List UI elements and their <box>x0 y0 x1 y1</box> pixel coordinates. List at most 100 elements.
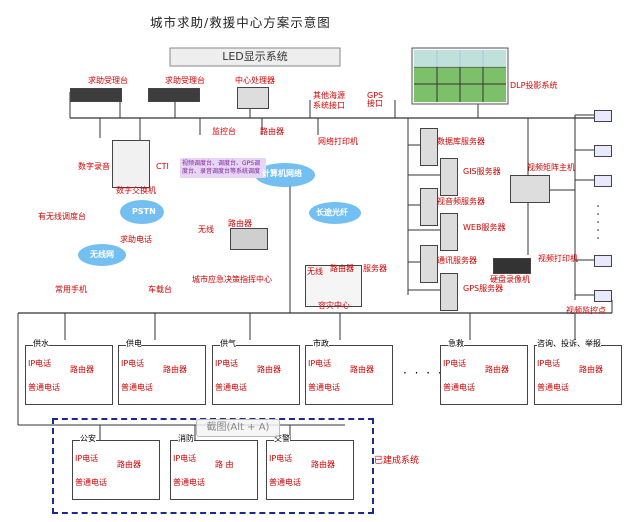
software-note: 视频调度台、调度台、GPS调度台、录音调度台等系统调度 <box>180 158 266 178</box>
built-system-name: 消防 <box>178 434 194 443</box>
dept-name: 供电 <box>126 339 142 348</box>
video-matrix-label: 视频矩阵主机 <box>527 163 575 172</box>
disaster-center-device <box>305 265 362 307</box>
led-display-label: LED显示系统 <box>222 50 288 63</box>
dept-ip-phone: IP电话 <box>537 359 561 368</box>
dept-name: 市政 <box>313 339 329 348</box>
city-center-label: 城市应急决策指挥中心 <box>192 275 272 284</box>
console-label: 监控台 <box>212 127 236 136</box>
system-interface-label: 系统接口 <box>313 101 345 110</box>
dlp-label: DLP投影系统 <box>510 81 558 90</box>
monitor-point-icon <box>594 255 612 267</box>
monitor-point-icon <box>594 175 612 187</box>
built-router: 路由器 <box>117 460 141 469</box>
dept-common-phone: 普通电话 <box>121 383 153 392</box>
other-systems-label: 其他海源 <box>313 91 345 100</box>
city-center-router-device <box>230 228 268 250</box>
built-system-name: 交警 <box>274 434 290 443</box>
monitor-point-icon <box>594 145 612 157</box>
built-common-phone: 普通电话 <box>75 478 107 487</box>
router-label-3: 路由器 <box>330 264 354 273</box>
long-channel-label: 长途光纤 <box>316 208 348 217</box>
built-router: 路由器 <box>311 460 335 469</box>
dept-router: 路由器 <box>257 365 281 374</box>
built-ip-phone: IP电话 <box>269 454 293 463</box>
comm-server-label: 通讯服务器 <box>437 256 477 265</box>
gps-server-label: GPS服务器 <box>463 284 504 293</box>
comm-server-icon <box>420 245 438 283</box>
built-ip-phone: IP电话 <box>75 454 99 463</box>
dept-ip-phone: IP电话 <box>28 359 52 368</box>
screenshot-hint-tooltip: 截图(Alt + A) <box>196 419 280 437</box>
dept-common-phone: 普通电话 <box>308 383 340 392</box>
help-desk-label-1: 求助受理台 <box>88 76 128 85</box>
dept-common-phone: 普通电话 <box>443 383 475 392</box>
dept-router: 路由器 <box>579 365 603 374</box>
dept-box: 咨询、投诉、举报 IP电话 路由器 普通电话 <box>534 340 622 405</box>
digital-recorder-label: 数字录音 <box>78 162 110 171</box>
built-system-box: 交警 IP电话 路由器 普通电话 <box>266 435 354 500</box>
pstn-label: PSTN <box>132 207 156 216</box>
computer-network-label: 计算机网络 <box>262 169 302 178</box>
dept-ip-phone: IP电话 <box>215 359 239 368</box>
dept-ip-phone: IP电话 <box>443 359 467 368</box>
dept-box: 供电 IP电话 路由器 普通电话 <box>118 340 206 405</box>
dept-ip-phone: IP电话 <box>121 359 145 368</box>
dept-name: 急救 <box>448 339 464 348</box>
dept-router: 路由器 <box>485 365 509 374</box>
help-desk-1-computers <box>70 88 122 102</box>
dept-router: 路由器 <box>70 365 94 374</box>
wireless-net-label: 无线网 <box>90 250 114 259</box>
dept-name: 咨询、投诉、举报 <box>537 339 601 348</box>
monitor-point-icon <box>594 290 612 302</box>
center-processor-label: 中心处理器 <box>235 76 275 85</box>
database-server-icon <box>420 128 438 166</box>
help-desk-label-2: 求助受理台 <box>165 76 205 85</box>
common-phone-label: 常用手机 <box>55 285 87 294</box>
dept-common-phone: 普通电话 <box>215 383 247 392</box>
built-router: 路 由 <box>215 460 234 469</box>
database-server-label: 数据库服务器 <box>437 137 485 146</box>
dept-box: 供水 IP电话 路由器 普通电话 <box>25 340 113 405</box>
gps-server-icon <box>440 273 458 311</box>
dept-box: 市政 IP电话 路由器 普通电话 <box>305 340 393 405</box>
dept-box: 供气 IP电话 路由器 普通电话 <box>212 340 300 405</box>
video-printer-label: 视频打印机 <box>538 254 578 263</box>
web-server-icon <box>440 213 458 251</box>
dept-router: 路由器 <box>350 365 374 374</box>
built-common-phone: 普通电话 <box>269 478 301 487</box>
router-label-2: 路由器 <box>228 219 252 228</box>
center-processor-device <box>237 87 269 109</box>
digital-switch-label: 数字交换机 <box>116 186 156 195</box>
router-label: 路由器 <box>260 127 284 136</box>
server-label: 服务器 <box>363 264 387 273</box>
built-system-name: 公安 <box>80 434 96 443</box>
video-server-label: 视音频服务器 <box>437 197 485 206</box>
built-ip-phone: IP电话 <box>173 454 197 463</box>
help-phone-label: 求助电话 <box>120 235 152 244</box>
dept-common-phone: 普通电话 <box>28 383 60 392</box>
dept-ip-phone: IP电话 <box>308 359 332 368</box>
dept-router: 路由器 <box>163 365 187 374</box>
gps-interface-label: GPS 接口 <box>367 91 384 108</box>
hard-disk-recorder-device <box>493 258 531 274</box>
dept-name: 供水 <box>33 339 49 348</box>
gis-server-icon <box>440 158 458 196</box>
disaster-center-label: 容灾中心 <box>318 301 350 310</box>
hard-disk-recorder-label: 硬盘录像机 <box>490 275 530 284</box>
monitor-point-icon <box>594 110 612 122</box>
dept-name: 供气 <box>220 339 236 348</box>
built-system-box: 公安 IP电话 路由器 普通电话 <box>72 435 160 500</box>
wireless-dispatch-label: 有无线调度台 <box>38 212 86 221</box>
built-common-phone: 普通电话 <box>173 478 205 487</box>
video-monitor-label: 视频监控点 <box>566 306 606 315</box>
help-desk-2-computers <box>148 88 200 102</box>
network-printer-label: 网络打印机 <box>318 137 358 146</box>
built-system-box: 消防 IP电话 路 由 普通电话 <box>170 435 258 500</box>
wireless-label-2: 无线 <box>307 267 323 276</box>
dept-common-phone: 普通电话 <box>537 383 569 392</box>
video-server-icon <box>420 188 438 226</box>
car-station-label: 车载台 <box>148 285 172 294</box>
dept-box: 急救 IP电话 路由器 普通电话 <box>440 340 528 405</box>
